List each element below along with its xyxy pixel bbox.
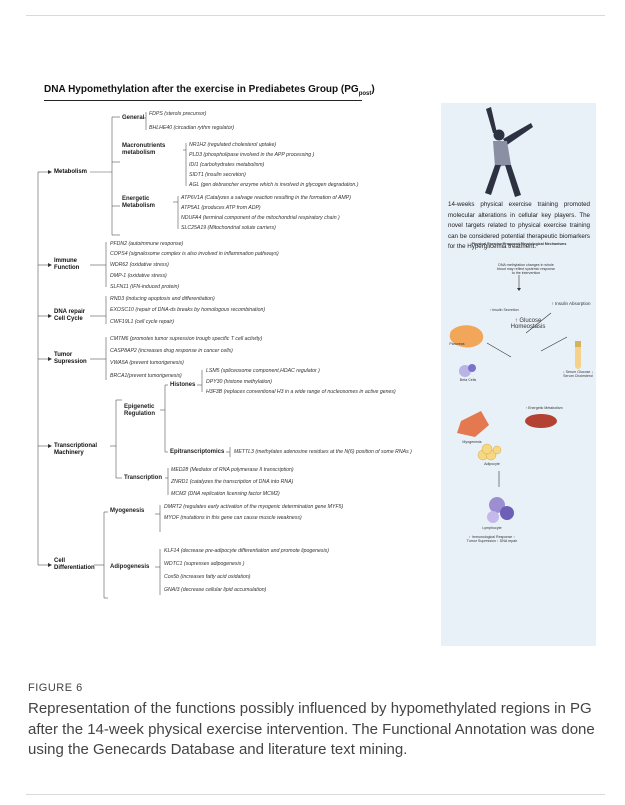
category-cell-differentiation: Cell Differentiation [54, 558, 95, 571]
gene-item: WDTC1 (supresses adipogenesis ) [164, 561, 245, 567]
figure-title: DNA Hypomethylation after the exercise i… [44, 84, 375, 97]
gene-item: PLD3 (phospholipase involved in the APP … [189, 152, 315, 158]
panel-lymph-label: Lymphocyte [482, 526, 502, 530]
gene-item: DMP-1 (oxidative stress) [110, 273, 167, 279]
gene-item: DPY30 (histone methylation) [206, 379, 273, 385]
gene-item: METTL3 (methylates adenosine residues at… [234, 449, 412, 455]
gene-item: BHLHE40 (circadian rythm regulator) [149, 125, 235, 131]
subcategory-transcription: Transcription [124, 475, 163, 481]
gene-item: CMTM6 (promotes tumor supression trough … [110, 336, 263, 342]
panel-insulin-absorption: ↑ Insulin Absorption [551, 301, 591, 306]
gene-item: KLF14 (decrease pre-adipocyte differenti… [164, 548, 329, 554]
muscle-cell-icon [457, 411, 489, 437]
gene-item: COPS4 (signalosome complex is also invol… [110, 251, 279, 257]
gene-item: MYOF (mutations in this gene can cause m… [164, 515, 302, 521]
panel-adipocyte-label: Adipocyte [484, 462, 500, 466]
subcategory-energetic: Energetic Metabolism [122, 196, 156, 209]
gene-item: CASP8AP2 (increases drug response in can… [110, 348, 233, 354]
category-dna-repair: DNA repair Cell Cycle [54, 309, 86, 322]
panel-glucose-homeostasis: ↑ Glucose Homeostasis [510, 318, 546, 330]
gene-item: SIDT1 (insulin secretion) [189, 172, 246, 178]
figure-caption: Representation of the functions possibly… [28, 700, 595, 758]
tree-connectors [37, 112, 231, 599]
subcategory-histones: Histones [170, 382, 196, 388]
category-transcriptional-machinery: Transcriptional Machinery [54, 443, 98, 456]
subcategory-epigenetic-regulation: Epigenetic Regulation [124, 404, 155, 417]
gene-item: WDR62 (oxidative stress) [110, 262, 169, 268]
bottom-rule [26, 794, 605, 795]
category-immune-function: Immune Function [54, 258, 80, 271]
gene-item: ZNRD1 (catalyzes the transcription of DN… [171, 479, 294, 485]
pancreas-icon [449, 325, 484, 348]
gene-item: SLFN11 (IFN-induced protein) [110, 284, 180, 290]
gene-item: ATP5A1 (produces ATP from ADP) [181, 205, 261, 211]
figure-6: DNA Hypomethylation after the exercise i… [37, 84, 596, 646]
gene-item: SLC25A19 (Mitochondrial solute carriers) [181, 225, 276, 231]
title-underline [44, 100, 362, 101]
gene-item: ATP6V1A (Catalyzes a salvage reaction re… [181, 195, 351, 201]
panel-summary-text: 14-weeks physical exercise training prom… [448, 201, 590, 250]
lymphocyte-icon [487, 497, 514, 523]
gene-item: LSM5 (spliceosome component,HDAC regulat… [206, 368, 320, 374]
gene-item: VWA5A (prevent tumorigenesis) [110, 360, 184, 366]
gene-item: Cox5b (increases fatty acid oxidation) [164, 574, 251, 580]
subcategory-macronutrients: Macronutrients metabolism [122, 143, 166, 156]
title-subscript: post [358, 91, 372, 97]
gene-item: NR1H2 (regulated cholesterol uptake) [189, 142, 277, 148]
panel-methylation-text: DNA methylation changes in whole blood m… [496, 263, 556, 275]
gene-item: DMRT2 (regulates early activation of the… [164, 504, 344, 510]
gene-item: RND3 (inducing apoptosis and differentia… [110, 296, 215, 302]
gene-item: H3F3B (replaces conventional H3 in a wid… [206, 389, 396, 395]
gene-item: MED28 (Mediator of RNA polymerase II tra… [171, 467, 294, 473]
subcategory-myogenesis: Myogenesis [110, 508, 145, 514]
blood-tube-icon [575, 341, 581, 369]
figure-label: FIGURE 6 [28, 682, 83, 694]
panel-beta-cells-label: Beta Cells [459, 378, 477, 382]
panel-energetic-metabolism: ↑ Energetic Metabolism [525, 406, 563, 410]
panel-serum-text: ↓ Serum Glucose ↓ Serum Cholesterol [562, 370, 594, 378]
panel-insulin-secretion: ↑ Insulin Secretion [489, 308, 519, 312]
panel-myogenesis-label: Myogenesis [462, 440, 482, 444]
subcategory-epitranscriptomics: Epitranscriptomics [170, 449, 225, 455]
exercise-figure-icon [485, 107, 533, 197]
subcategory-adipogenesis: Adipogenesis [110, 564, 150, 570]
panel-mechanism-title: Physical Exercise Proposed Physiological… [471, 242, 567, 246]
category-tumor-supression: Tumor Supression [54, 352, 87, 365]
gene-item: CWF19L1 (cell cycle repair) [110, 319, 174, 325]
subcategory-general: General [122, 115, 145, 121]
mitochondria-icon [525, 414, 557, 428]
top-rule [26, 15, 605, 16]
panel-illustrations [449, 107, 581, 523]
panel-immune-response: ↑ Immunological Response ↑ Tumor Supress… [466, 535, 518, 543]
panel-pancreas-label: Pancreas [449, 342, 465, 346]
category-metabolism: Metabolism [54, 169, 88, 175]
gene-item: IDI1 (carbohydrates metabolism) [189, 162, 265, 168]
gene-item: AGL (gen debrancher enzyme which is invo… [189, 182, 359, 188]
gene-item: GNAI3 (decrease cellular lipid accumulat… [164, 587, 267, 593]
gene-item: MCM2 (DNA replication licensing factor M… [171, 491, 280, 497]
gene-item: EXOSC10 (repair of DNA-ds breaks by homo… [110, 307, 266, 313]
gene-item: FDPS (sterols precursor) [149, 111, 207, 117]
gene-item: NDUFA4 (terminal component of the mitoch… [181, 215, 340, 221]
gene-item: BRCA1(prevent tumorigenesis) [110, 373, 182, 379]
adipocyte-icon [477, 443, 502, 461]
gene-item: PFDN2 (autoimmune response) [110, 241, 184, 247]
